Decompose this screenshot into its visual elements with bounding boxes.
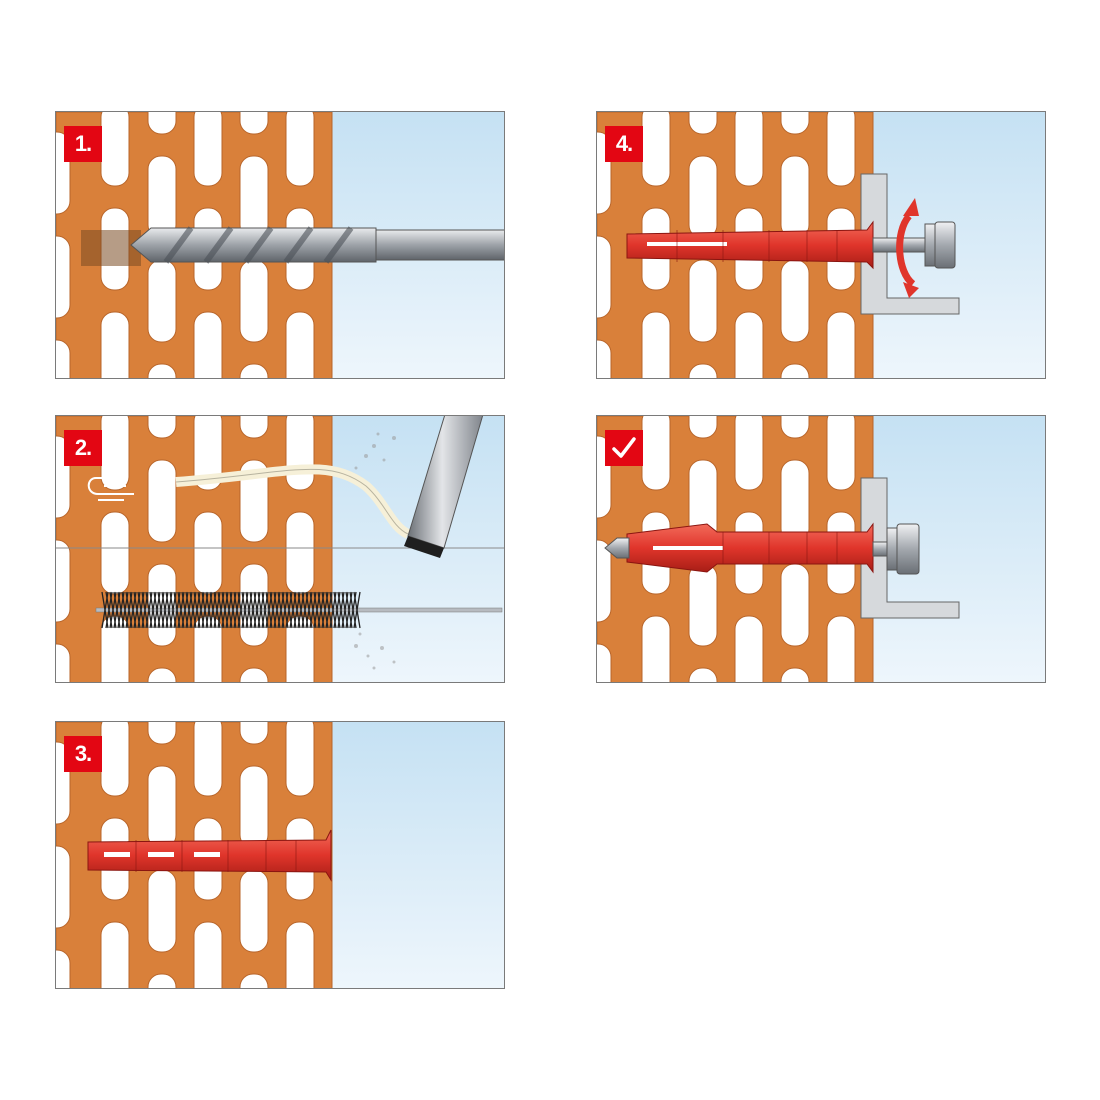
screw bbox=[872, 221, 956, 269]
expanded-anchor bbox=[626, 522, 874, 574]
step-3-scene bbox=[56, 722, 504, 988]
checkmark-icon bbox=[612, 437, 636, 458]
step-number-badge: 1. bbox=[64, 126, 102, 162]
dust-cloud bbox=[354, 432, 396, 670]
blow-out-pump bbox=[175, 416, 484, 558]
step-5-panel bbox=[596, 415, 1046, 683]
step-2-panel: 2. bbox=[55, 415, 505, 683]
step-3-panel: 3. bbox=[55, 721, 505, 989]
frame-anchor bbox=[87, 829, 332, 882]
step-4-panel: 4. bbox=[596, 111, 1046, 379]
rotation-arrow-icon bbox=[896, 198, 919, 298]
step-number-badge: 3. bbox=[64, 736, 102, 772]
step-number-badge: 4. bbox=[605, 126, 643, 162]
angle-bracket bbox=[860, 477, 960, 619]
checkmark-badge bbox=[605, 430, 643, 466]
perforated-brick bbox=[56, 416, 333, 682]
screw bbox=[604, 523, 920, 575]
step-5-scene bbox=[597, 416, 1045, 682]
step-1-panel: 1. bbox=[55, 111, 505, 379]
frame-anchor bbox=[626, 220, 874, 270]
step-1-scene bbox=[56, 112, 504, 378]
angle-bracket bbox=[860, 173, 960, 315]
air-arrows bbox=[87, 477, 134, 501]
step-number-badge: 2. bbox=[64, 430, 102, 466]
drill-hole bbox=[81, 230, 141, 266]
step-4-scene bbox=[597, 112, 1045, 378]
drill-bit bbox=[130, 226, 504, 264]
step-2-scene bbox=[56, 416, 504, 682]
cleaning-brush bbox=[95, 591, 503, 629]
